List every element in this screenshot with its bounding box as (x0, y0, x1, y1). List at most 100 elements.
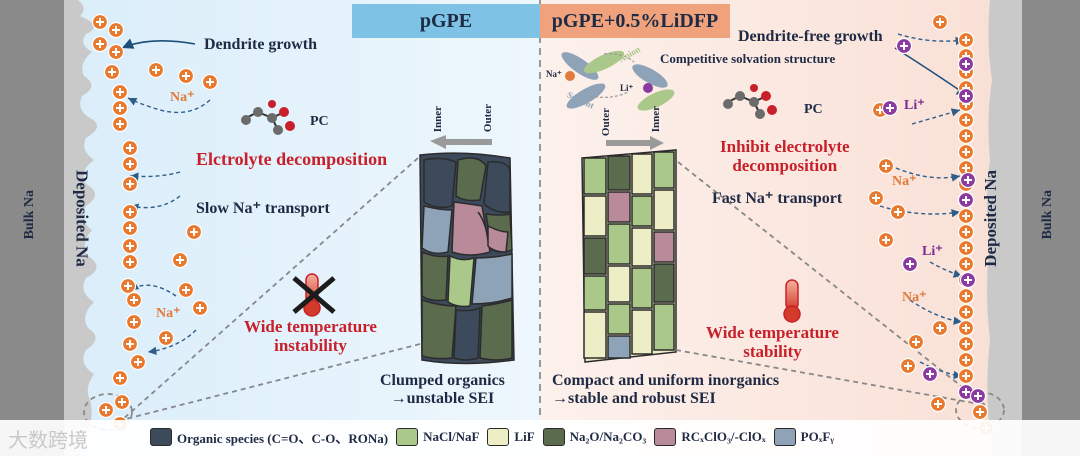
na-ion (957, 255, 975, 273)
legend-label: NaCl/NaF (423, 429, 480, 444)
na-ion (121, 219, 139, 237)
legend-item-poxfy: POₓFᵧ (773, 428, 834, 446)
na-ion (871, 101, 889, 119)
na-ion (889, 203, 907, 221)
na-ion (107, 21, 125, 39)
inhibit-label: Inhibit electrolyte decomposition (720, 137, 850, 175)
li-ion (881, 99, 899, 117)
na-ion (113, 393, 131, 411)
na-ion (129, 353, 147, 371)
left-outer-label: Outer (482, 104, 494, 133)
na-ion (957, 239, 975, 257)
legend-swatch (542, 428, 565, 446)
pc-molecule-right (723, 84, 777, 119)
legend-swatch (396, 428, 419, 446)
na-ion (121, 155, 139, 173)
right-temp-label: Wide temperature stability (706, 323, 839, 361)
right-pc-label: PC (804, 102, 823, 117)
li-ion (959, 171, 977, 189)
na-ion (121, 175, 139, 193)
dendrite-arrow-left (121, 38, 196, 49)
cluster-na-label: Na⁺ (546, 69, 562, 79)
left-sei-label: Clumped organics →unstable SEI (380, 372, 505, 407)
li-ion (921, 365, 939, 383)
na-ion (119, 277, 137, 295)
li-ion (957, 55, 975, 73)
na-ion (91, 35, 109, 53)
right-li-label-2: Li⁺ (922, 244, 943, 259)
na-ion (957, 127, 975, 145)
legend-bg (0, 420, 1080, 456)
header-pgpe-lidfp: pGPE+0.5%LiDFP (551, 10, 719, 32)
decomposition-label: Elctrolyte decomposition (196, 149, 388, 169)
legend-item-organic: Organic species (C=O、C-O、RONa) (150, 428, 388, 447)
left-sei-arrow (430, 135, 492, 149)
na-ion (931, 319, 949, 337)
na-ion (121, 335, 139, 353)
na-ion (111, 83, 129, 101)
left-ion-label-1: Na⁺ (170, 90, 195, 105)
na-ion (103, 63, 121, 81)
right-outer-label: Outer (600, 108, 612, 137)
pc-molecule-left (241, 100, 295, 135)
right-sei-label: Compact and uniform inorganics →stable a… (552, 372, 780, 407)
watermark: 大数跨境 (8, 428, 88, 452)
left-deposited-label: Deposited Na (72, 170, 92, 267)
thermometer-left (292, 273, 336, 317)
left-bulk-na-label: Bulk Na (22, 190, 37, 240)
na-ion (957, 303, 975, 321)
legend-swatch (654, 428, 677, 446)
right-bulk-na-label: Bulk Na (1040, 190, 1055, 240)
na-ion (185, 223, 203, 241)
na-ion (125, 291, 143, 309)
legend-swatch (150, 428, 172, 446)
zoom-lines (83, 157, 1005, 431)
na-ion (107, 43, 125, 61)
left-inner-label: Inner (432, 106, 444, 133)
na-ion (121, 237, 139, 255)
legend-swatch (773, 428, 796, 446)
na-ion (201, 73, 219, 91)
na-ion (957, 351, 975, 369)
na-ion (191, 299, 209, 317)
legend: Organic species (C=O、C-O、RONa) NaCl/NaF … (150, 422, 834, 452)
slow-transport-label: Slow Na⁺ transport (196, 200, 330, 217)
legend-label: Na₂O/Na₂CO₃ (569, 429, 647, 444)
right-sei-arrow (606, 136, 664, 150)
na-ion (97, 401, 115, 419)
na-ion (121, 253, 139, 271)
right-deposited-label: Deposited Na (981, 170, 1000, 267)
header-pgpe: pGPE (419, 10, 473, 32)
right-sei-block (581, 149, 677, 363)
thermometer-right (783, 279, 801, 323)
na-ion (877, 231, 895, 249)
left-deposited-na (64, 0, 98, 456)
na-ion (907, 333, 925, 351)
legend-item-rcclo: RCₓClO₃/-ClOₓ (654, 428, 766, 446)
na-ion (867, 189, 885, 207)
na-ion (111, 369, 129, 387)
na-ion (957, 287, 975, 305)
na-ion (111, 99, 129, 117)
legend-label: POₓFᵧ (800, 429, 834, 444)
na-ion (971, 403, 989, 421)
na-ion (111, 115, 129, 133)
na-ion (899, 357, 917, 375)
legend-item-lif: LiF (487, 428, 535, 446)
dendrite-growth-label: Dendrite growth (204, 36, 318, 53)
na-ion (877, 157, 895, 175)
left-pc-label: PC (310, 114, 329, 129)
left-header-bg (352, 4, 540, 38)
na-ion (929, 395, 947, 413)
right-li-label-1: Li⁺ (904, 98, 925, 113)
solvation-cluster (561, 50, 675, 111)
na-ion (171, 251, 189, 269)
li-ion (959, 271, 977, 289)
legend-label: LiF (514, 429, 535, 444)
dendrite-free-label: Dendrite-free growth (738, 28, 883, 45)
na-ion (121, 203, 139, 221)
left-ion-label-2: Na⁺ (156, 306, 181, 321)
legend-item-nacl: NaCl/NaF (396, 428, 479, 446)
right-transport-arrows (879, 33, 965, 380)
solvation-label: Competitive solvation structure (660, 51, 836, 66)
